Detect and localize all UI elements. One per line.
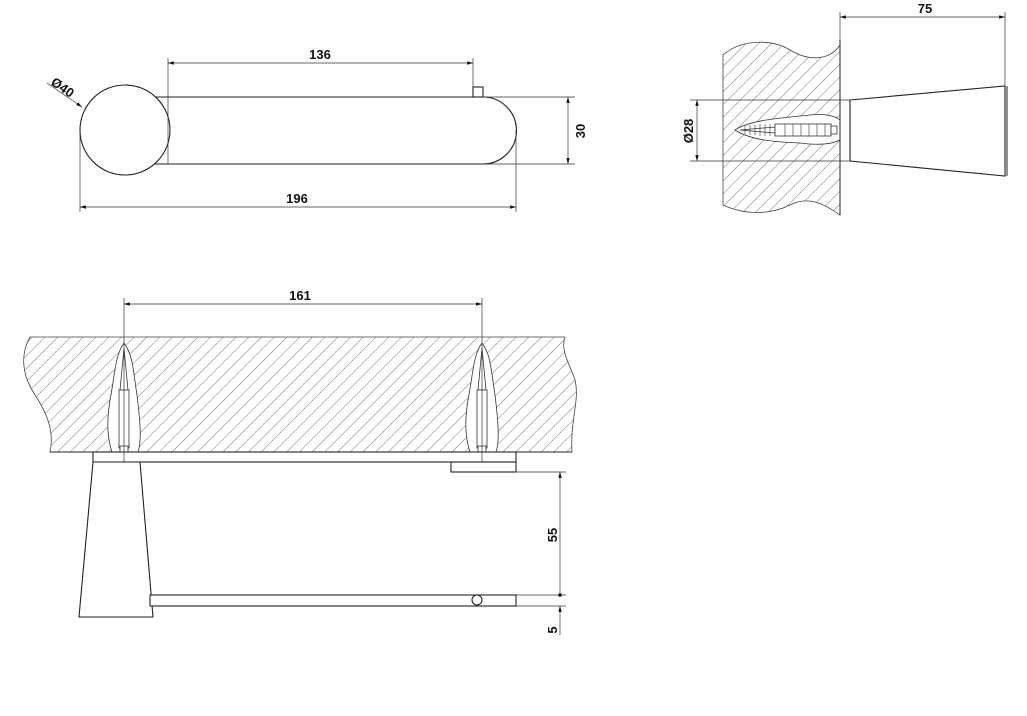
towel-bar xyxy=(149,594,517,607)
dim-196-label: 196 xyxy=(286,191,308,206)
right-boss xyxy=(450,461,517,473)
left-cone-arm xyxy=(78,461,154,618)
end-stub xyxy=(472,86,484,98)
wall-flange-circle xyxy=(79,84,171,176)
dim-75-label: 75 xyxy=(918,1,932,16)
mounting-plate xyxy=(92,451,517,463)
side-view: 75 Ø28 xyxy=(681,1,1008,216)
dim-5-label: 5 xyxy=(545,626,560,633)
holder-bar-outline xyxy=(129,96,518,165)
dim-diameter-40-label: Ø40 xyxy=(48,74,77,100)
top-view: 136 196 30 Ø40 xyxy=(46,47,588,212)
bar-end-cap xyxy=(471,594,483,606)
dim-30-label: 30 xyxy=(573,124,588,138)
dim-136-label: 136 xyxy=(309,47,331,62)
cone-body-side xyxy=(849,85,1006,177)
dim-161-label: 161 xyxy=(289,288,311,303)
front-view: 161 55 5 xyxy=(23,288,577,635)
dim-diameter-28-label: Ø28 xyxy=(681,119,696,144)
dim-55-label: 55 xyxy=(545,528,560,542)
